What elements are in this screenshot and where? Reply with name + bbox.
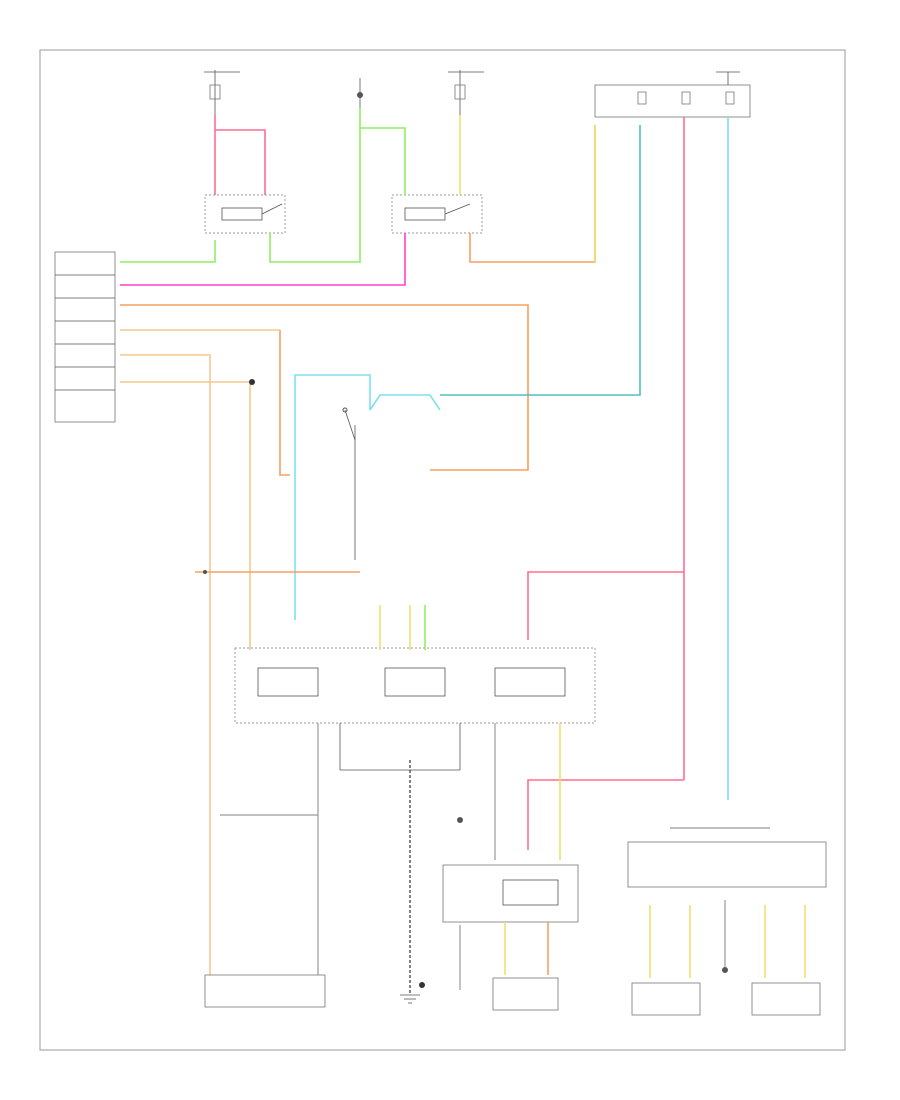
rear-window-switch-block	[627, 827, 827, 888]
wire-tan-3	[120, 381, 251, 650]
master-window-switch	[234, 647, 596, 771]
left-rear-window-motor	[631, 982, 701, 1016]
right-front-window-motor	[492, 977, 559, 1011]
wire-orange-loop-2	[279, 330, 290, 476]
module-connector-left	[54, 251, 116, 423]
wire-green-3	[360, 127, 406, 195]
wire-orange-top	[469, 125, 596, 263]
wire-orange-loop	[120, 304, 529, 471]
wire-pink-right-2	[527, 571, 684, 640]
ground-point	[400, 994, 420, 1004]
relay-center	[391, 194, 483, 234]
diagram-frame	[39, 49, 846, 1051]
door-switch	[342, 407, 356, 560]
fuse-block-right	[594, 71, 751, 118]
wire-green-2	[269, 108, 361, 263]
wire-green	[120, 240, 216, 263]
wire-cyan-1	[294, 374, 371, 620]
fuse-source-1	[204, 70, 240, 115]
wire-tan-2	[120, 354, 211, 975]
relay-left	[204, 194, 286, 234]
fuse-source-3	[448, 70, 484, 115]
wire-magenta	[120, 233, 406, 286]
right-front-switch	[442, 817, 579, 923]
wire-cyan-2	[369, 394, 441, 411]
rear-ground-point	[722, 967, 728, 973]
right-rear-window-motor	[751, 982, 821, 1016]
left-front-window-motor	[204, 974, 326, 1008]
wire-teal	[440, 125, 641, 396]
fuse-source-2	[357, 78, 363, 108]
wire-pink-right-3	[527, 779, 684, 850]
wire-pink-left	[215, 129, 266, 195]
